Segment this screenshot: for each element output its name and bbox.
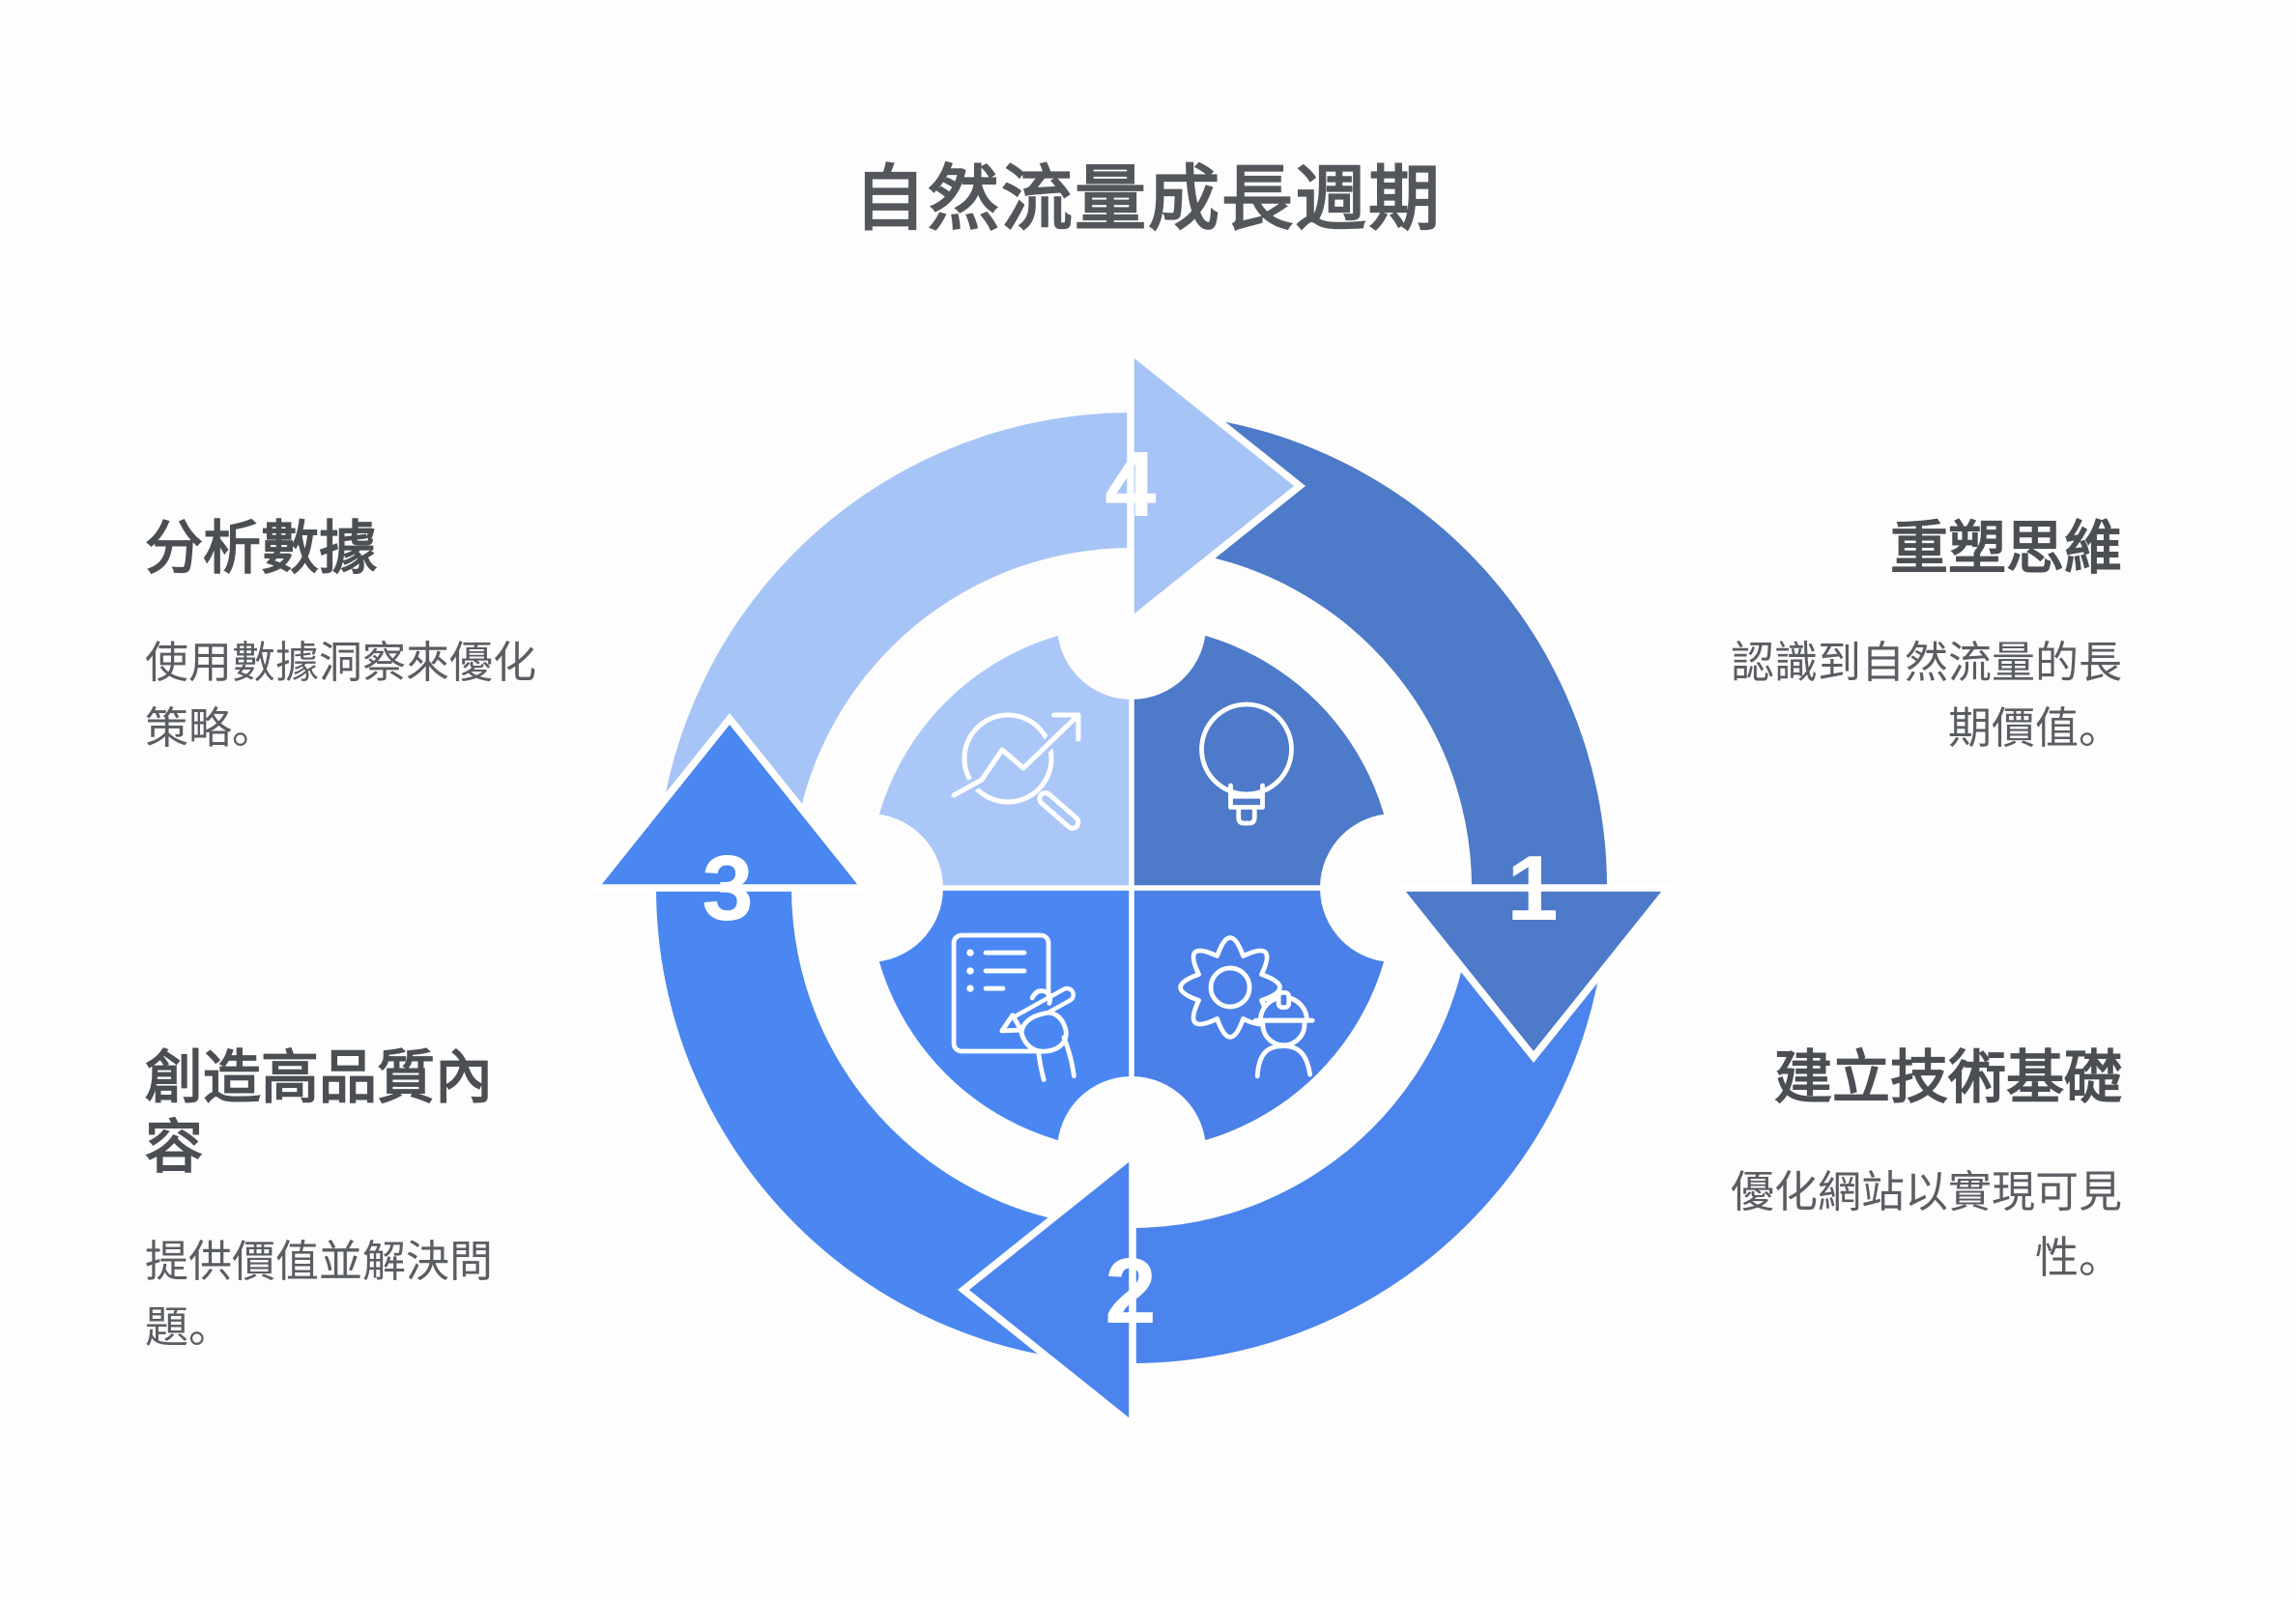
cycle-ring <box>656 413 1607 1363</box>
step-3-heading: 創造高品質內容 <box>145 1044 493 1182</box>
writing-hand-icon <box>951 932 1076 1083</box>
step-4-block: 分析數據 使用數據洞察來優化策略。 <box>145 514 543 760</box>
step-2-heading: 建立技術基礎 <box>1774 1044 2122 1112</box>
engineer-gear-icon <box>1178 935 1315 1079</box>
trend-magnifier-icon <box>947 708 1085 831</box>
step-3-number: 3 <box>702 837 754 940</box>
step-4-description: 使用數據洞察來優化策略。 <box>145 637 537 754</box>
arrowhead-step1 <box>1391 884 1677 1064</box>
quadrant-bottom-left <box>869 888 1132 1151</box>
step-4-number: 4 <box>1105 433 1157 536</box>
lightbulb-icon <box>1199 701 1294 826</box>
ring-segment-4 <box>656 413 1132 888</box>
arrowhead-step2 <box>957 1147 1136 1433</box>
step-3-description: 提供價值並解決問題。 <box>145 1236 494 1353</box>
step-1-description: 認識到自然流量的長期價值。 <box>1730 637 2122 754</box>
step-3-block: 創造高品質內容 提供價值並解決問題。 <box>145 1043 543 1359</box>
step-1-block: 重塑思維 認識到自然流量的長期價值。 <box>1724 514 2122 760</box>
arrowhead-step3 <box>587 712 873 892</box>
ring-segment-2 <box>1132 888 1607 1363</box>
cycle-arrowheads <box>587 343 1677 1433</box>
step-2-description: 優化網站以實現可見性。 <box>1730 1166 2122 1283</box>
step-2-block: 建立技術基礎 優化網站以實現可見性。 <box>1724 1043 2122 1290</box>
step-4-heading: 分析數據 <box>145 515 377 583</box>
center-pie <box>794 551 1469 1225</box>
quadrant-dividers <box>867 623 1396 1153</box>
step-1-number: 1 <box>1507 837 1559 940</box>
step-1-heading: 重塑思維 <box>1890 515 2122 583</box>
ring-segment-1 <box>1132 413 1607 888</box>
quadrant-top-right <box>1132 625 1394 888</box>
page-title: 自然流量成長週期 <box>854 157 1442 241</box>
ring-segment-3 <box>656 888 1132 1363</box>
arrowhead-step4 <box>1127 343 1306 629</box>
step-2-number: 2 <box>1105 1240 1157 1343</box>
